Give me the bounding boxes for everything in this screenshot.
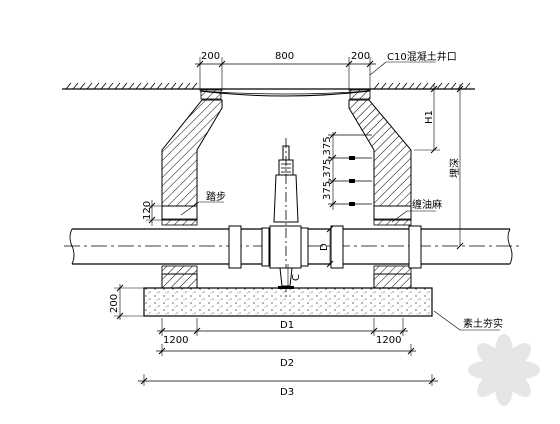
watermark-icon bbox=[468, 334, 540, 406]
label-seal: 缠油麻 bbox=[412, 198, 442, 211]
label-ladder: 踏步 bbox=[206, 190, 226, 203]
dim-d2: D2 bbox=[280, 358, 294, 369]
base-slab bbox=[143, 287, 433, 317]
pipe-dimensions: D C bbox=[287, 225, 334, 288]
dim-top-left: 200 bbox=[201, 51, 220, 62]
well-cover bbox=[199, 89, 371, 100]
left-wall bbox=[161, 99, 223, 289]
dim-top-right: 200 bbox=[351, 51, 370, 62]
dim-bottom-right: 1200 bbox=[376, 335, 401, 346]
callouts: 踏步 缠油麻 素土夯实 bbox=[180, 190, 503, 331]
ground-surface bbox=[62, 82, 475, 90]
top-dimensions: 200 800 200 C10混凝土井口 bbox=[195, 50, 457, 91]
gate-valve bbox=[269, 138, 302, 300]
label-well-mouth: C10混凝土井口 bbox=[387, 50, 457, 63]
dim-depth: 埋深 bbox=[449, 158, 461, 178]
right-vertical-dimensions: H1 埋深 bbox=[414, 84, 464, 250]
dim-top-mid: 800 bbox=[275, 51, 294, 62]
label-base: 素土夯实 bbox=[463, 317, 503, 330]
dim-c: C bbox=[291, 274, 302, 281]
dim-d: D bbox=[319, 243, 330, 251]
dim-bottom-left: 1200 bbox=[163, 335, 188, 346]
bottom-dimensions: 1200 D1 1200 D2 D3 bbox=[138, 318, 438, 398]
dim-d1: D1 bbox=[280, 320, 294, 331]
dim-d3: D3 bbox=[280, 387, 294, 398]
right-wall bbox=[348, 99, 412, 289]
dim-h1: H1 bbox=[424, 110, 435, 124]
dim-slab: 200 bbox=[109, 294, 120, 313]
left-vertical-dimensions: 120 200 bbox=[109, 200, 164, 320]
dim-ring: 120 bbox=[142, 201, 153, 220]
step-rungs: 375,375,375 bbox=[322, 131, 372, 210]
dim-steps: 375,375,375 bbox=[322, 136, 333, 200]
